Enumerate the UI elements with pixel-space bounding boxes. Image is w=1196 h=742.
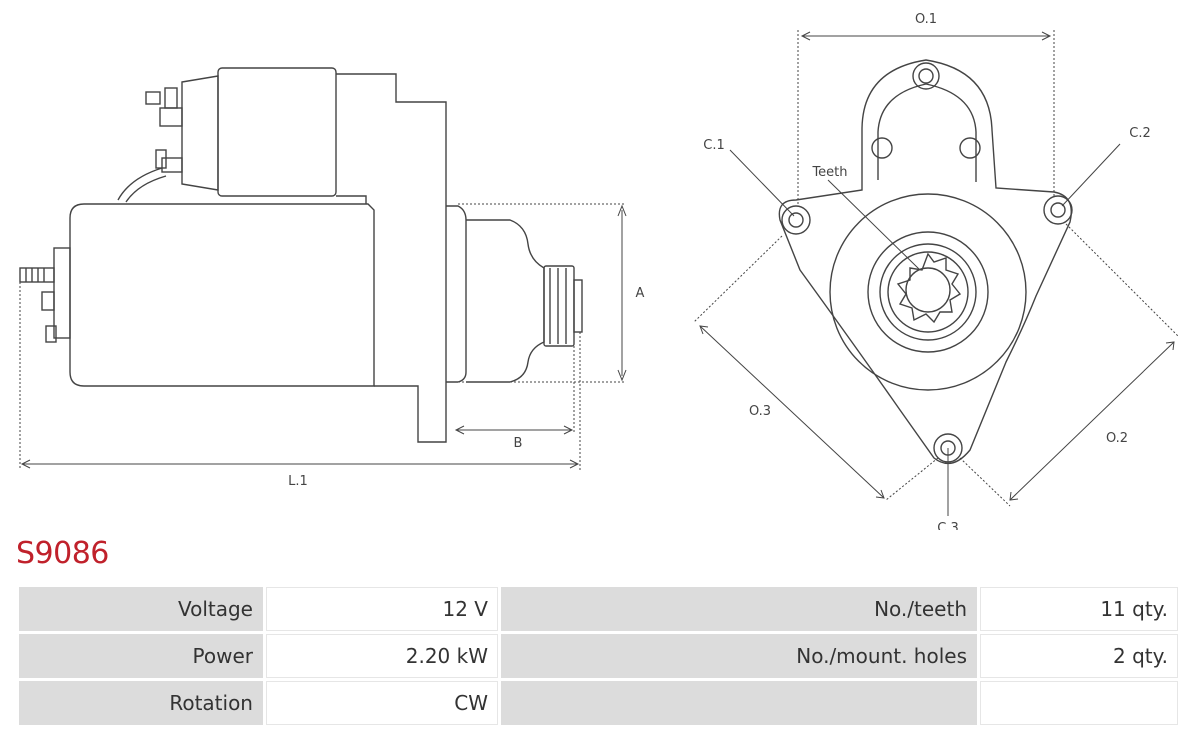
spec-value-empty [980, 681, 1178, 725]
spec-value: 2 qty. [980, 634, 1178, 678]
table-row: Rotation CW [19, 681, 1178, 725]
spec-label: No./mount. holes [501, 634, 977, 678]
label-a: A [636, 286, 645, 301]
table-row: Voltage 12 V No./teeth 11 qty. [19, 587, 1178, 631]
front-dimensions [693, 30, 1179, 516]
side-dimensions [19, 203, 627, 470]
spec-value: CW [266, 681, 498, 725]
spec-value: 12 V [266, 587, 498, 631]
spec-label-empty [501, 681, 977, 725]
spec-label: Power [19, 634, 263, 678]
spec-label: Rotation [19, 681, 263, 725]
starter-technical-drawing: O.1 O.2 O.3 C.1 C.2 C.3 Teeth A B L.1 [19, 12, 1179, 530]
label-l1: L.1 [288, 474, 308, 489]
spec-label: No./teeth [501, 587, 977, 631]
part-number: S9086 [16, 536, 109, 571]
label-c3: C.3 [937, 521, 958, 530]
spec-label: Voltage [19, 587, 263, 631]
label-o3: O.3 [749, 404, 771, 419]
spec-value: 11 qty. [980, 587, 1178, 631]
front-view [778, 59, 1073, 465]
label-b: B [514, 436, 523, 451]
spec-value: 2.20 kW [266, 634, 498, 678]
label-o1: O.1 [915, 12, 937, 27]
label-o2: O.2 [1106, 431, 1128, 446]
label-c1: C.1 [703, 138, 724, 153]
label-c2: C.2 [1129, 126, 1150, 141]
label-teeth: Teeth [811, 165, 847, 180]
spec-table: Voltage 12 V No./teeth 11 qty. Power 2.2… [16, 584, 1181, 728]
side-view [19, 67, 583, 443]
table-row: Power 2.20 kW No./mount. holes 2 qty. [19, 634, 1178, 678]
